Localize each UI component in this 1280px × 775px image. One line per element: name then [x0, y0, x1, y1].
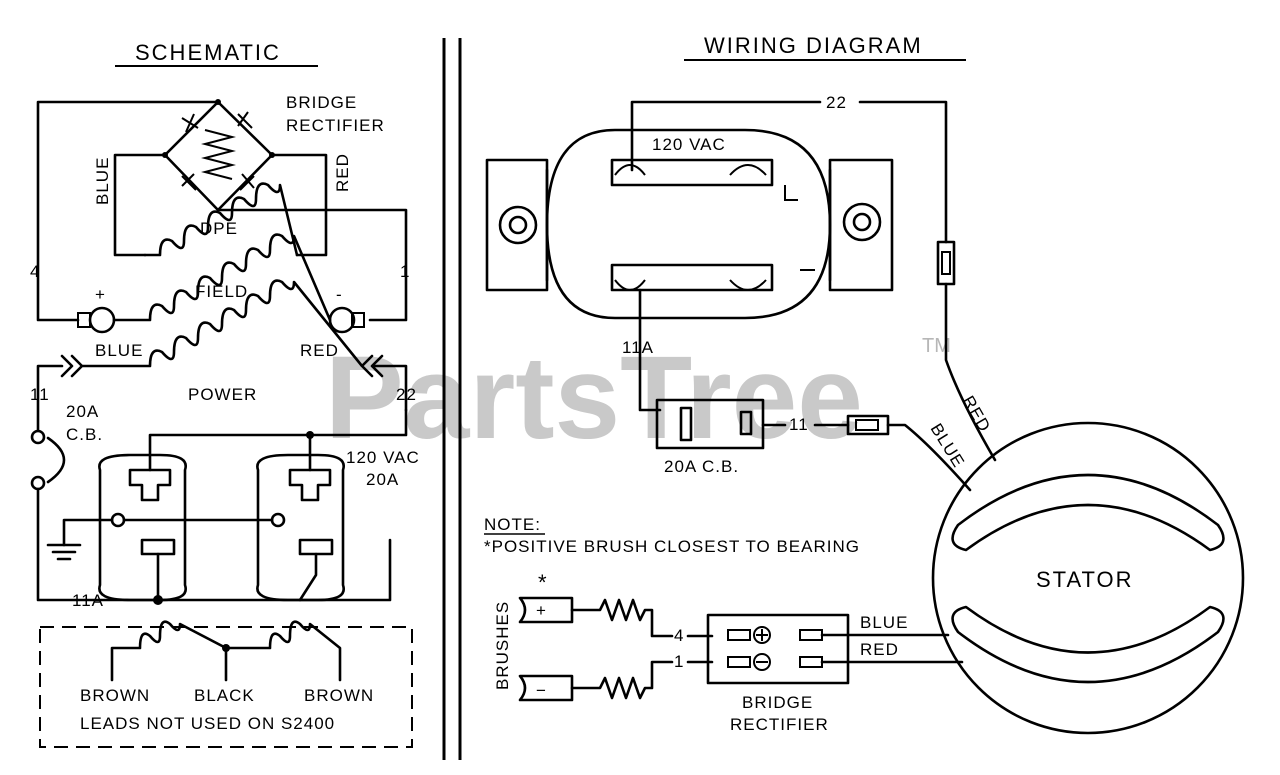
lead-brown-right: BROWN	[304, 686, 374, 705]
field-plus: +	[95, 285, 106, 304]
wire-11-label: 11	[789, 415, 809, 434]
negative-brush-sign: −	[536, 681, 547, 700]
brush-negative-resistor	[570, 660, 674, 700]
power-red-label: RED	[300, 341, 339, 360]
rect-red-label: RED	[860, 640, 899, 659]
wiring-panel: WIRING DIAGRAM 120 VAC 22	[484, 33, 1245, 735]
schematic-cb-label2: C.B.	[66, 425, 103, 444]
schematic-title: SCHEMATIC	[135, 40, 281, 65]
schematic-cb-terminal-bottom	[30, 475, 46, 491]
stator-label: STATOR	[1036, 567, 1134, 592]
wiring-cb-label: 20A C.B.	[664, 457, 739, 476]
stator-symbol	[931, 421, 1245, 735]
note-title: NOTE:	[484, 515, 541, 534]
rect-lead-1: 1	[674, 652, 684, 671]
dpe-coil	[143, 182, 299, 257]
schematic-cb-label1: 20A	[66, 402, 99, 421]
rect-blue-label: BLUE	[860, 613, 908, 632]
bridge-label-line2: RECTIFIER	[286, 116, 385, 135]
positive-brush-asterisk: *	[538, 570, 549, 595]
ground-icon	[46, 543, 82, 561]
wire-11a-label: 11A	[622, 338, 654, 357]
note-text: *POSITIVE BRUSH CLOSEST TO BEARING	[484, 537, 860, 556]
wiring-bridge-label2: RECTIFIER	[730, 715, 829, 734]
center-divider	[442, 38, 462, 760]
bridge-label-line1: BRIDGE	[286, 93, 357, 112]
positive-brush	[518, 596, 574, 624]
rect-lead-4: 4	[674, 626, 684, 645]
schematic-lead-11: 11	[30, 385, 50, 404]
stator-red-lead-label: RED	[959, 393, 995, 436]
receptacle-right	[256, 453, 345, 602]
wiring-title: WIRING DIAGRAM	[704, 33, 923, 58]
schematic-cb-terminal-top	[30, 429, 46, 445]
leads-not-used-note: LEADS NOT USED ON S2400	[80, 714, 335, 733]
wiring-vac-label: 120 VAC	[652, 135, 726, 154]
schematic-lead-11a: 11A	[72, 591, 104, 610]
schematic-lead-4: 4	[30, 262, 40, 281]
unused-leads-box	[39, 626, 413, 748]
field-coil	[112, 233, 332, 322]
field-label: FIELD	[195, 282, 248, 301]
positive-brush-sign: +	[536, 601, 547, 620]
schematic-blue-label: BLUE	[93, 157, 112, 205]
lead-brown-left: BROWN	[80, 686, 150, 705]
wiring-bridge-label1: BRIDGE	[742, 693, 813, 712]
power-label: POWER	[188, 385, 257, 404]
schematic-panel: SCHEMATIC BRIDGE RECTIFIER BLUE RED DPE	[30, 40, 420, 748]
negative-brush	[518, 674, 574, 702]
stator-blue-lead-label: BLUE	[927, 420, 969, 471]
bridge-rectifier-symbol	[162, 99, 275, 212]
receptacle-left	[98, 453, 187, 602]
field-minus: -	[336, 285, 343, 304]
schematic-vac-label2: 20A	[366, 470, 399, 489]
schematic-lead-1: 1	[400, 262, 410, 281]
brush-right-symbol	[328, 306, 356, 334]
wire-22-label: 22	[826, 93, 847, 112]
brush-positive-resistor	[570, 598, 674, 638]
power-blue-label: BLUE	[95, 341, 143, 360]
brush-left-symbol	[77, 312, 91, 328]
watermark-text: PartsTree	[325, 332, 863, 464]
watermark-tm: TM	[922, 335, 951, 357]
schematic-red-label: RED	[333, 153, 352, 192]
brushes-label: BRUSHES	[493, 601, 512, 690]
schematic-lead-22: 22	[396, 385, 417, 404]
power-coil	[36, 279, 408, 432]
lead-black: BLACK	[194, 686, 255, 705]
wire-22-connector	[936, 240, 956, 286]
wiring-bridge-rectifier	[706, 613, 850, 685]
receptacle-plate	[485, 128, 894, 320]
schematic-vac-label1: 120 VAC	[346, 448, 420, 467]
